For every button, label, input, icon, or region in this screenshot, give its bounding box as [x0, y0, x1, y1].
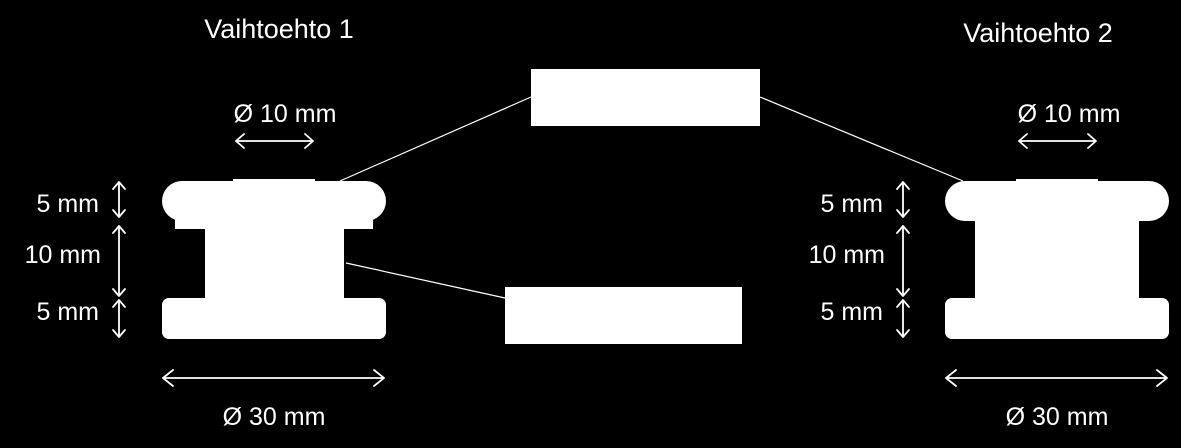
option2-title: Vaihtoehto 2 — [963, 18, 1113, 48]
option1-diameter-label: Ø 30 mm — [223, 403, 326, 431]
option1-diameter-arrow — [162, 369, 385, 387]
leader-line-option1 — [339, 96, 532, 182]
option2-bottom-label: 5 mm — [821, 298, 884, 326]
option1-top-arrow — [112, 181, 126, 218]
option1-title: Vaihtoehto 1 — [204, 14, 354, 44]
option1-hole-arrow — [235, 133, 314, 149]
insert-part-top — [531, 69, 760, 126]
option2-diameter-arrow — [945, 369, 1168, 387]
option1-top-label: 5 mm — [37, 190, 100, 218]
option2-bottom-flange — [945, 298, 1169, 339]
option1-bottom-label: 5 mm — [37, 298, 100, 326]
option1-top-flange — [162, 181, 386, 221]
option1-bottom-flange — [162, 298, 386, 339]
option1-top-lip — [175, 218, 373, 229]
option1-core — [205, 225, 344, 305]
leader-line-core — [345, 262, 506, 299]
option2-middle-label: 10 mm — [809, 241, 885, 269]
option1-spool — [162, 179, 386, 339]
insert-part-bottom — [505, 287, 742, 344]
option2-hole-arrow — [1018, 133, 1097, 149]
option1-bottom-arrow — [112, 299, 126, 338]
option2-hole-label: Ø 10 mm — [1018, 100, 1121, 128]
option2-top-flange — [945, 181, 1169, 221]
option2-core — [975, 215, 1139, 305]
option1-middle-label: 10 mm — [25, 241, 101, 269]
option1-middle-arrow — [112, 225, 126, 297]
option2-top-label: 5 mm — [821, 190, 884, 218]
option2-bottom-arrow — [896, 299, 910, 338]
option2-middle-arrow — [896, 225, 910, 297]
option2-spool — [945, 179, 1169, 339]
option2-top-arrow — [896, 181, 910, 218]
leader-line-option2 — [759, 96, 964, 182]
option2-diameter-label: Ø 30 mm — [1006, 403, 1109, 431]
option1-hole-label: Ø 10 mm — [234, 100, 337, 128]
